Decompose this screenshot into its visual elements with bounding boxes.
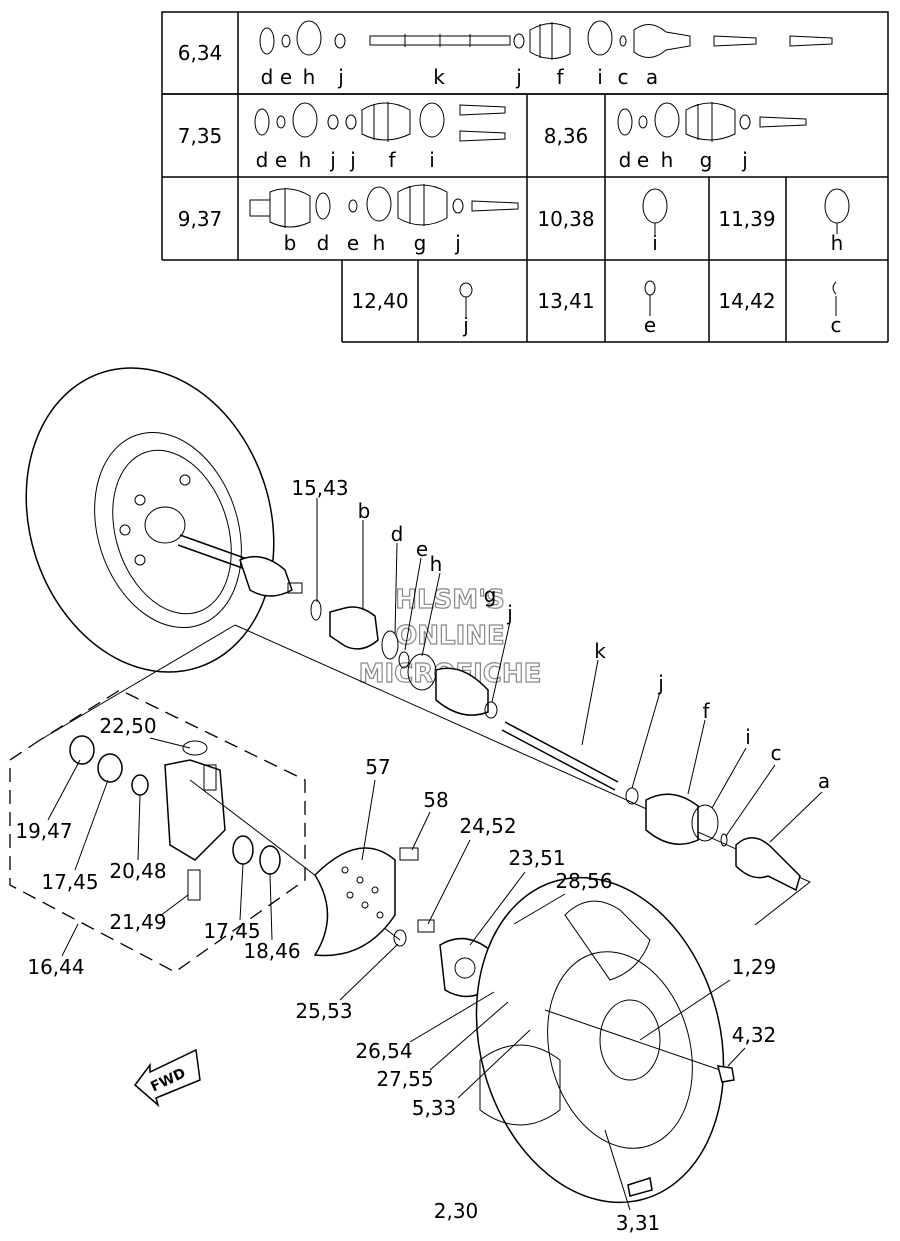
- kit-letter: a: [646, 65, 658, 89]
- svg-text:HLSM'S: HLSM'S: [395, 585, 505, 615]
- kit-number: 8,36: [544, 124, 589, 148]
- callout-24-52: 24,52: [459, 814, 516, 838]
- callout-leaders: [316, 498, 823, 843]
- kit-letter: j: [329, 148, 336, 172]
- callout-labels: 15,43 b d e h g j k j f i c a 22,50 19,4…: [15, 476, 830, 1235]
- callout-57: 57: [365, 755, 390, 779]
- callout-22-50: 22,50: [99, 714, 156, 738]
- kit-letter: c: [831, 313, 842, 337]
- kit-number: 7,35: [178, 124, 223, 148]
- callout-h: h: [430, 552, 443, 576]
- callout-21-49: 21,49: [109, 910, 166, 934]
- kit-letter: j: [337, 65, 344, 89]
- kit-letter: h: [299, 148, 312, 172]
- kit-letter: h: [303, 65, 316, 89]
- kit-row-9-37-parts: b d e h g j: [249, 184, 519, 255]
- callout-19-47: 19,47: [15, 819, 72, 843]
- callout-15-43: 15,43: [291, 476, 348, 500]
- kit-letter: j: [349, 148, 356, 172]
- callout-58: 58: [423, 788, 448, 812]
- callout-d: d: [391, 522, 404, 546]
- kit-letter: j: [515, 65, 522, 89]
- kit-letter: e: [347, 231, 359, 255]
- callout-1-29: 1,29: [732, 955, 777, 979]
- kit-table: 6,34 7,35 8,36 9,37 10,38 11,39 12,40 13…: [161, 11, 889, 343]
- callout-27-55: 27,55: [376, 1067, 433, 1091]
- kit-letter: d: [261, 65, 274, 89]
- svg-text:ONLINE: ONLINE: [395, 621, 505, 651]
- callout-i: i: [745, 725, 751, 749]
- callout-26-54: 26,54: [355, 1039, 412, 1063]
- kit-letter: d: [619, 148, 632, 172]
- kit-number: 10,38: [537, 207, 594, 231]
- callout-b: b: [358, 499, 371, 523]
- kit-letter: d: [256, 148, 269, 172]
- callout-25-53: 25,53: [295, 999, 352, 1023]
- kit-letter: d: [317, 231, 330, 255]
- kit-letter: i: [652, 231, 658, 255]
- cv-shaft-exploded: [310, 599, 801, 892]
- callout-j: j: [506, 601, 513, 625]
- callout-3-31: 3,31: [616, 1211, 661, 1235]
- callout-c: c: [771, 741, 782, 765]
- assembly-outline: [234, 624, 811, 926]
- kit-number: 14,42: [718, 289, 775, 313]
- callout-4-32: 4,32: [732, 1023, 777, 1047]
- kit-number: 6,34: [178, 41, 223, 65]
- kit-letter: g: [414, 231, 427, 255]
- kit-letter: e: [644, 313, 656, 337]
- kit-row-8-36-parts: d e h g j: [617, 102, 807, 172]
- kit-row-7-35-parts: d e h j j f i: [254, 102, 506, 172]
- callout-17-45: 17,45: [203, 919, 260, 943]
- knuckle-kit-box: [9, 689, 401, 973]
- callout-16-44: 16,44: [27, 955, 84, 979]
- kit-letter: j: [741, 148, 748, 172]
- kit-letter: c: [618, 65, 629, 89]
- kit-letter: f: [388, 148, 396, 172]
- callout-23-51: 23,51: [508, 846, 565, 870]
- kit-letter: g: [700, 148, 713, 172]
- callout-17-45: 17,45: [41, 870, 98, 894]
- kit-letter: b: [284, 231, 297, 255]
- kit-letter: e: [280, 65, 292, 89]
- kit-letter: i: [429, 148, 435, 172]
- callout-f: f: [702, 699, 710, 723]
- kit-letter: h: [831, 231, 844, 255]
- upper-tire-assembly: [25, 367, 303, 673]
- kit-letter: e: [275, 148, 287, 172]
- callout-j: j: [657, 671, 664, 695]
- kit-letter: f: [556, 65, 564, 89]
- kit-number: 9,37: [178, 207, 223, 231]
- kit-letter: j: [462, 313, 469, 337]
- callout-k: k: [594, 639, 606, 663]
- fwd-arrow-icon: FWD: [133, 1048, 201, 1108]
- kit-letter: j: [454, 231, 461, 255]
- callout-2-30: 2,30: [434, 1199, 479, 1223]
- kit-row-6-34-parts: d e h j k j f i c a: [259, 20, 833, 89]
- callout-18-46: 18,46: [243, 939, 300, 963]
- callout-e: e: [416, 537, 428, 561]
- lower-tire: [475, 876, 735, 1204]
- assembly-outline: [39, 624, 236, 741]
- kit-letter: h: [661, 148, 674, 172]
- callout-leaders-lower: [47, 737, 746, 1211]
- kit-number: 12,40: [351, 289, 408, 313]
- kit-number: 13,41: [537, 289, 594, 313]
- kit-number: 11,39: [718, 207, 775, 231]
- kit-letter: e: [637, 148, 649, 172]
- kit-letter: k: [433, 65, 445, 89]
- callout-5-33: 5,33: [412, 1096, 457, 1120]
- callout-g: g: [484, 583, 497, 607]
- callout-a: a: [818, 769, 830, 793]
- callout-28-56: 28,56: [555, 869, 612, 893]
- kit-letter: h: [373, 231, 386, 255]
- kit-letter: i: [597, 65, 603, 89]
- callout-20-48: 20,48: [109, 859, 166, 883]
